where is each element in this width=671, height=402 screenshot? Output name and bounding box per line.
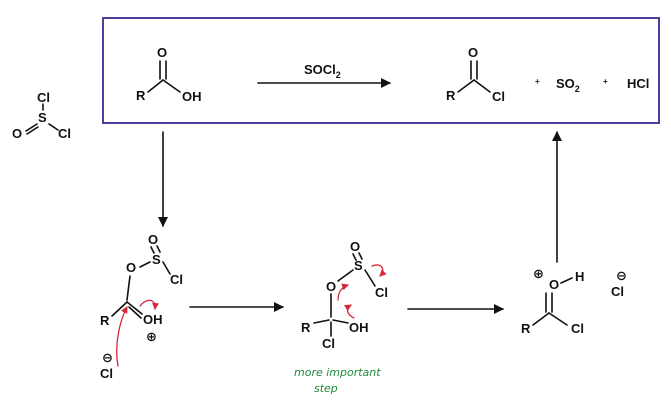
- intermediate-1: O S O Cl R OH ⊕ ⊖ Cl: [100, 232, 183, 381]
- hcl-product: HCl: [627, 76, 649, 91]
- minus-charge: ⊖: [616, 268, 627, 283]
- carboxylic-acid-structure: R O OH: [136, 45, 202, 104]
- plus-sign: +: [603, 77, 608, 86]
- atom-r: R: [521, 321, 531, 336]
- atom-cl: Cl: [492, 89, 505, 104]
- intermediate-2: O S O Cl R OH Cl: [301, 239, 388, 351]
- reagent-label: SOCl2: [304, 62, 341, 80]
- atom-oh: OH: [143, 312, 163, 327]
- atom-o: O: [350, 239, 360, 254]
- atom-o-bridge: O: [326, 279, 336, 294]
- atom-s: S: [354, 258, 363, 273]
- atom-o: O: [148, 232, 158, 247]
- thionyl-chloride-structure: Cl S O Cl: [12, 90, 71, 141]
- atom-cl: Cl: [322, 336, 335, 351]
- atom-cl: Cl: [170, 272, 183, 287]
- atom-o-bridge: O: [126, 260, 136, 275]
- atom-r: R: [100, 313, 110, 328]
- plus-charge: ⊕: [146, 329, 157, 344]
- atom-oh: OH: [349, 320, 369, 335]
- note-step: step: [314, 382, 338, 395]
- atom-cl: Cl: [375, 285, 388, 300]
- atom-o: O: [12, 126, 22, 141]
- so2-product: SO2: [556, 76, 580, 94]
- atom-o: O: [549, 277, 559, 292]
- atom-r: R: [136, 88, 146, 103]
- atom-o-carbonyl: O: [468, 45, 478, 60]
- atom-s: S: [38, 110, 47, 125]
- atom-s: S: [152, 252, 161, 267]
- atom-cl: Cl: [571, 321, 584, 336]
- plus-sign: +: [535, 77, 540, 86]
- atom-oh: OH: [182, 89, 202, 104]
- atom-h: H: [575, 269, 584, 284]
- plus-charge: ⊕: [533, 266, 544, 281]
- minus-charge: ⊖: [102, 350, 113, 365]
- atom-r: R: [301, 320, 311, 335]
- atom-cl-right: Cl: [58, 126, 71, 141]
- atom-cl-top: Cl: [37, 90, 50, 105]
- atom-cl-ion: Cl: [611, 284, 624, 299]
- note-important-step: more important: [294, 366, 381, 379]
- atom-o-carbonyl: O: [157, 45, 167, 60]
- overall-reaction-box: [102, 17, 660, 124]
- atom-cl-ion: Cl: [100, 366, 113, 381]
- intermediate-3: ⊕ O H R Cl ⊖ Cl: [521, 266, 627, 336]
- atom-r: R: [446, 88, 456, 103]
- acid-chloride-product: R O Cl: [446, 45, 505, 104]
